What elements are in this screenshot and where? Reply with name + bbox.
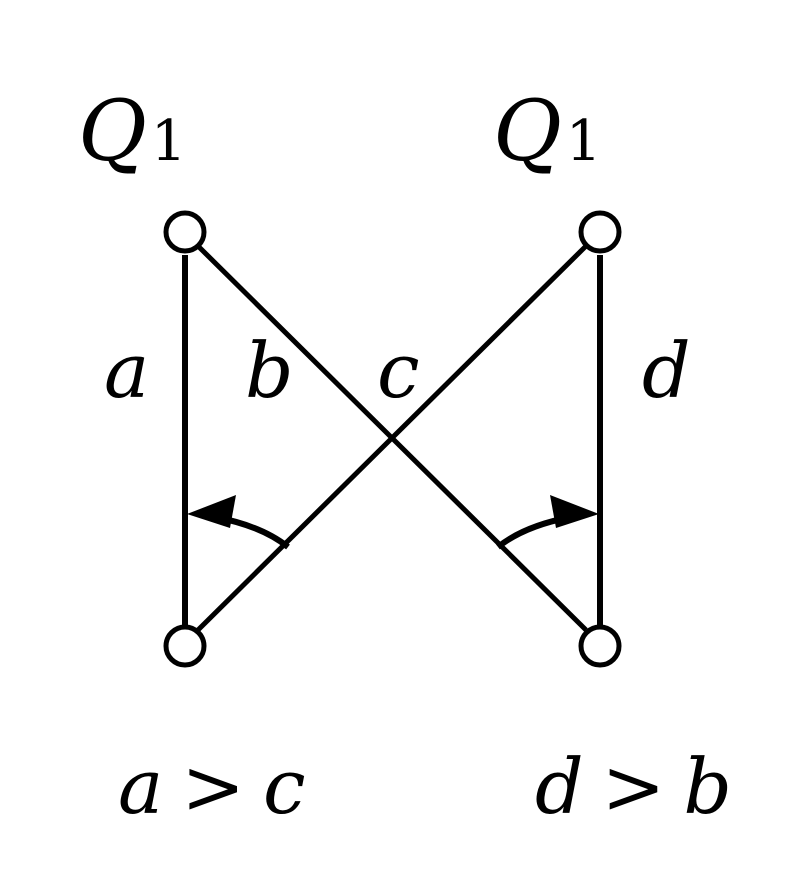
edge-label-d: d [642,326,691,415]
vertex-label-top-left-main: Q [78,82,147,180]
relation-right: d>b [535,742,732,831]
vertex-top-right [578,210,622,254]
edge-label-b: b [245,326,294,415]
vertex-label-top-left-sub: 1 [151,109,187,174]
arrowhead-left [187,495,236,528]
relation-left-op: > [181,742,245,831]
edge-label-a: a [104,326,149,415]
relation-right-lhs: d [535,742,584,831]
relation-left-lhs: a [118,742,163,831]
edge-label-c: c [377,326,420,415]
vertex-top-left [163,210,207,254]
vertex-bottom-left [163,624,207,668]
vertex-label-top-right-sub: 1 [566,109,602,174]
vertex-label-top-left: Q1 [78,82,187,180]
relation-right-op: > [602,742,666,831]
vertex-bottom-right [578,624,622,668]
relation-left-rhs: c [263,742,306,831]
vertex-label-top-right-main: Q [493,82,562,180]
edge-c-line [196,244,588,632]
vertex-label-top-right: Q1 [493,82,602,180]
relation-right-rhs: b [683,742,732,831]
arrowhead-right [550,495,599,528]
relation-left: a>c [118,742,306,831]
